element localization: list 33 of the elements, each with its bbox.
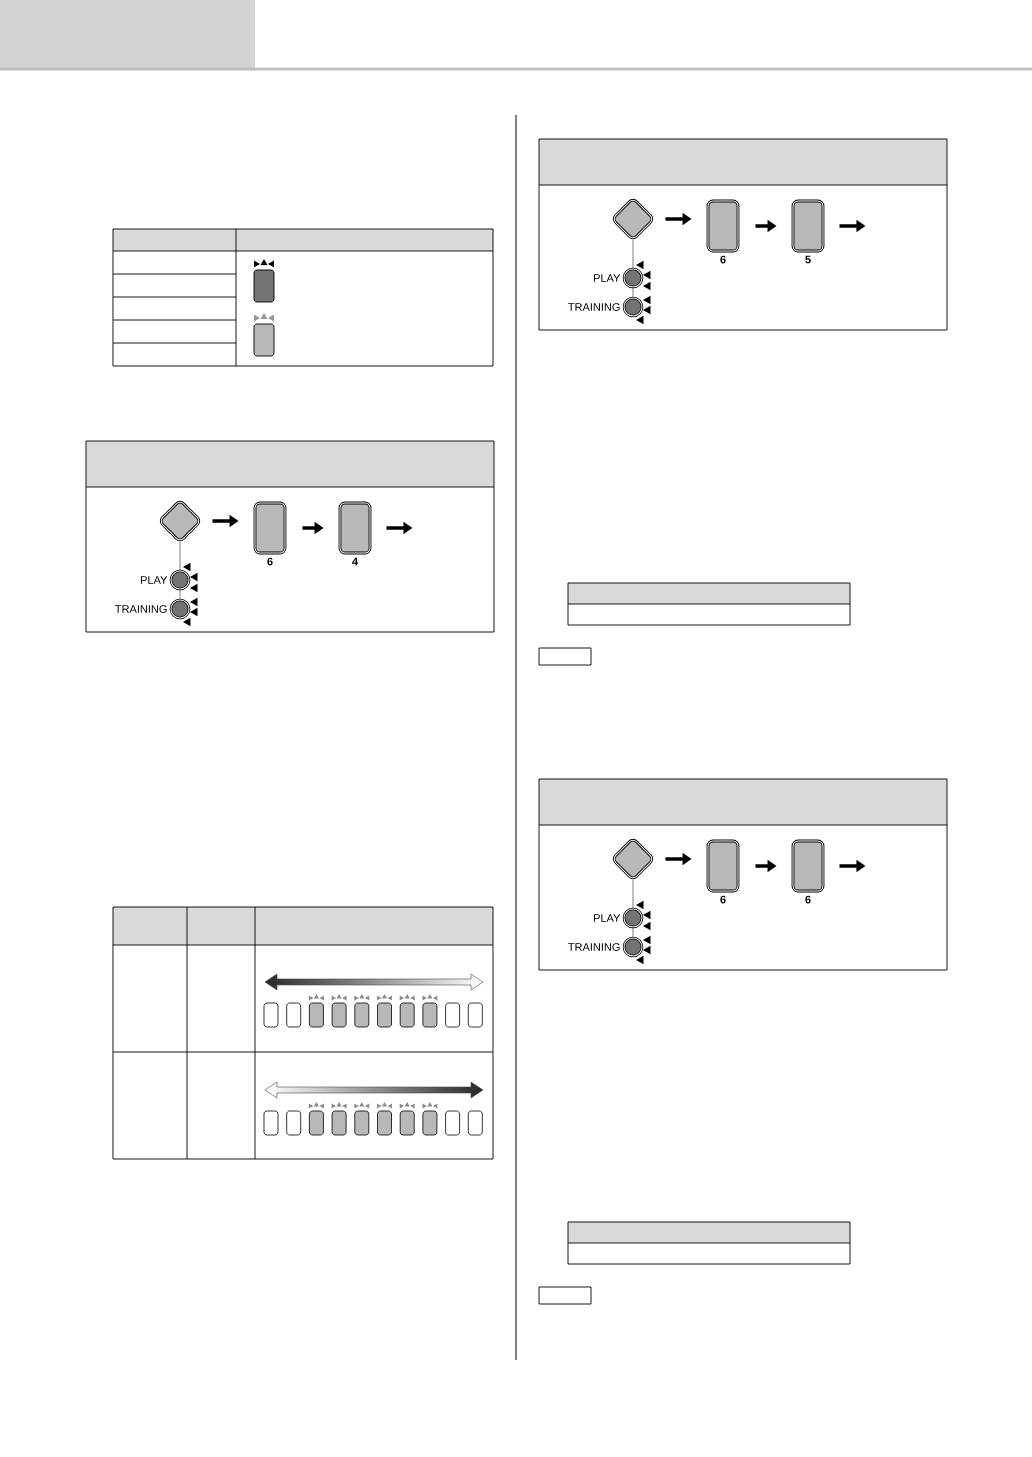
dotted-line <box>632 879 634 910</box>
indicator-lamp <box>622 935 651 965</box>
pad-key <box>706 839 740 893</box>
key-number: 5 <box>805 255 811 264</box>
indicator-lamp <box>169 562 198 593</box>
lamp-label: TRAINING <box>115 605 167 613</box>
key-number: 6 <box>720 895 726 904</box>
key-number: 4 <box>352 557 358 566</box>
lamp-label: PLAY <box>594 914 621 922</box>
indicator-lamp <box>622 260 651 291</box>
key-number: 6 <box>805 895 811 904</box>
dotted-line <box>179 588 181 601</box>
lamp-label: TRAINING <box>568 303 620 311</box>
indicator-lamp <box>169 597 198 627</box>
key-diamond <box>159 500 201 542</box>
lamp-label: PLAY <box>594 274 621 282</box>
dotted-line <box>632 926 634 939</box>
pad-key <box>253 501 287 555</box>
lamp-label: PLAY <box>141 576 168 584</box>
pad-key <box>791 199 825 253</box>
pad-key <box>706 199 740 253</box>
dotted-line <box>179 541 181 572</box>
key-number: 6 <box>720 255 726 264</box>
pad-key <box>791 839 825 893</box>
key-number: 6 <box>267 557 273 566</box>
dotted-line <box>632 286 634 299</box>
key-diamond <box>612 838 654 880</box>
pad-key <box>338 501 372 555</box>
dotted-line <box>632 239 634 270</box>
indicator-lamp <box>622 900 651 931</box>
indicator-lamp <box>622 295 651 325</box>
key-diamond <box>612 198 654 240</box>
lamp-label: TRAINING <box>568 943 620 951</box>
